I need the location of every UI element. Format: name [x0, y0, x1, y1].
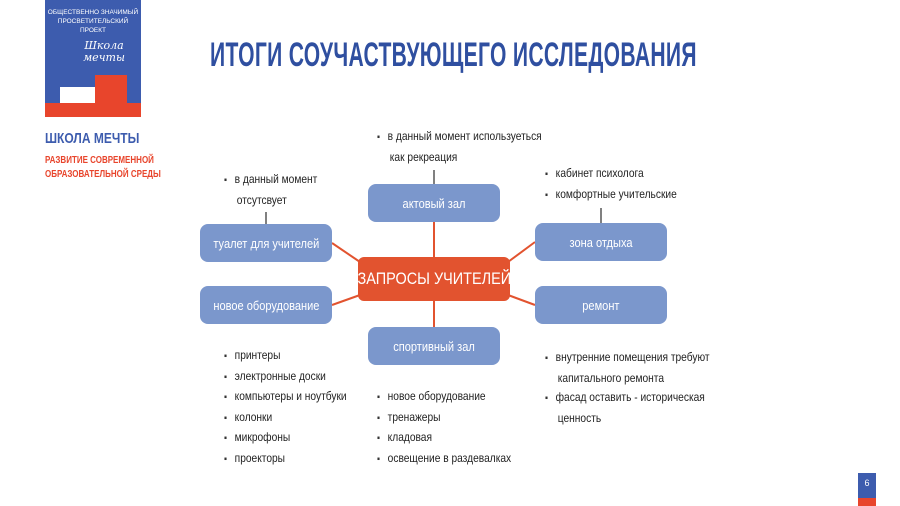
node-rest-zone: зона отдыха — [535, 223, 667, 261]
logo-top-line: ПРОСВЕТИТЕЛЬСКИЙ ПРОЕКТ — [57, 18, 129, 34]
node-repair: ремонт — [535, 286, 667, 324]
logo-script: Школа мечты — [83, 39, 125, 64]
node-toilet: туалет для учителей — [200, 224, 332, 262]
notes-gym: новое оборудованиетренажерыкладоваяосвещ… — [377, 387, 535, 469]
node-gym: спортивный зал — [368, 327, 500, 365]
node-assembly-hall: актовый зал — [368, 184, 500, 222]
center-node: ЗАПРОСЫ УЧИТЕЛЕЙ — [357, 257, 511, 301]
notes-equipment: принтерыэлектронные доскикомпьютеры и но… — [224, 346, 368, 469]
notes-repair: внутренние помещения требуюткапитального… — [545, 348, 739, 428]
logo: ОБЩЕСТВЕННО ЗНАЧИМЫЙ ПРОСВЕТИТЕЛЬСКИЙ ПРО… — [45, 0, 141, 117]
brand-name: ШКОЛА МЕЧТЫ — [45, 130, 140, 147]
node-equipment: новое оборудование — [200, 286, 332, 324]
logo-top-line: ОБЩЕСТВЕННО ЗНАЧИМЫЙ — [47, 9, 139, 16]
page-number: 6 — [858, 473, 876, 506]
notes-rest: кабинет психологакомфортные учительские — [545, 164, 700, 205]
page-title: ИТОГИ СОУЧАСТВУЮЩЕГО ИССЛЕДОВАНИЯ — [210, 36, 697, 74]
